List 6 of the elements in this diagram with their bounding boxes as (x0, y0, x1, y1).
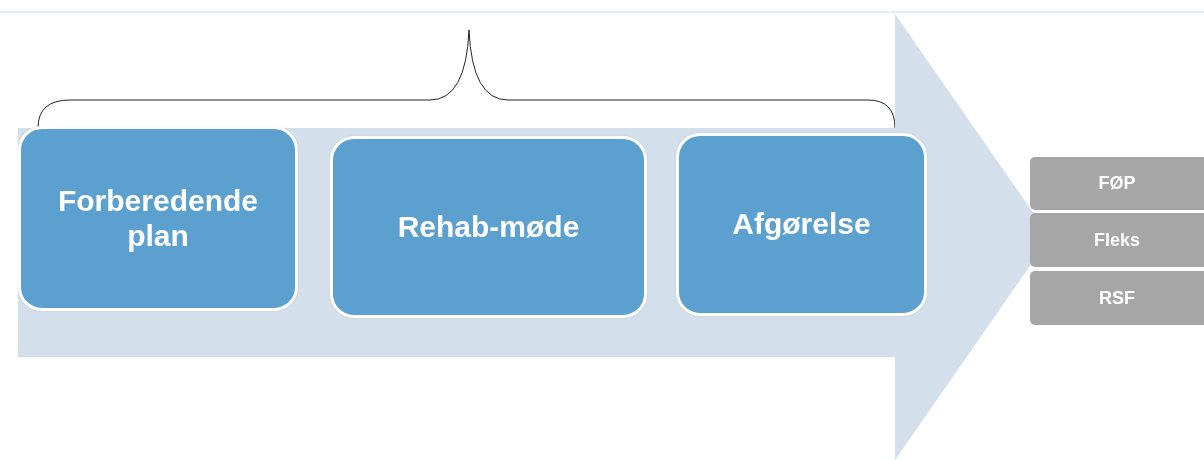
outcome-box: FØP (1030, 157, 1204, 210)
outcome-box: Fleks (1030, 213, 1204, 267)
step-box: Afgørelse (676, 133, 927, 316)
step-box: Rehab-møde (330, 136, 647, 318)
step-box: Forberedende plan (18, 126, 298, 311)
outcome-box: RSF (1030, 271, 1204, 325)
